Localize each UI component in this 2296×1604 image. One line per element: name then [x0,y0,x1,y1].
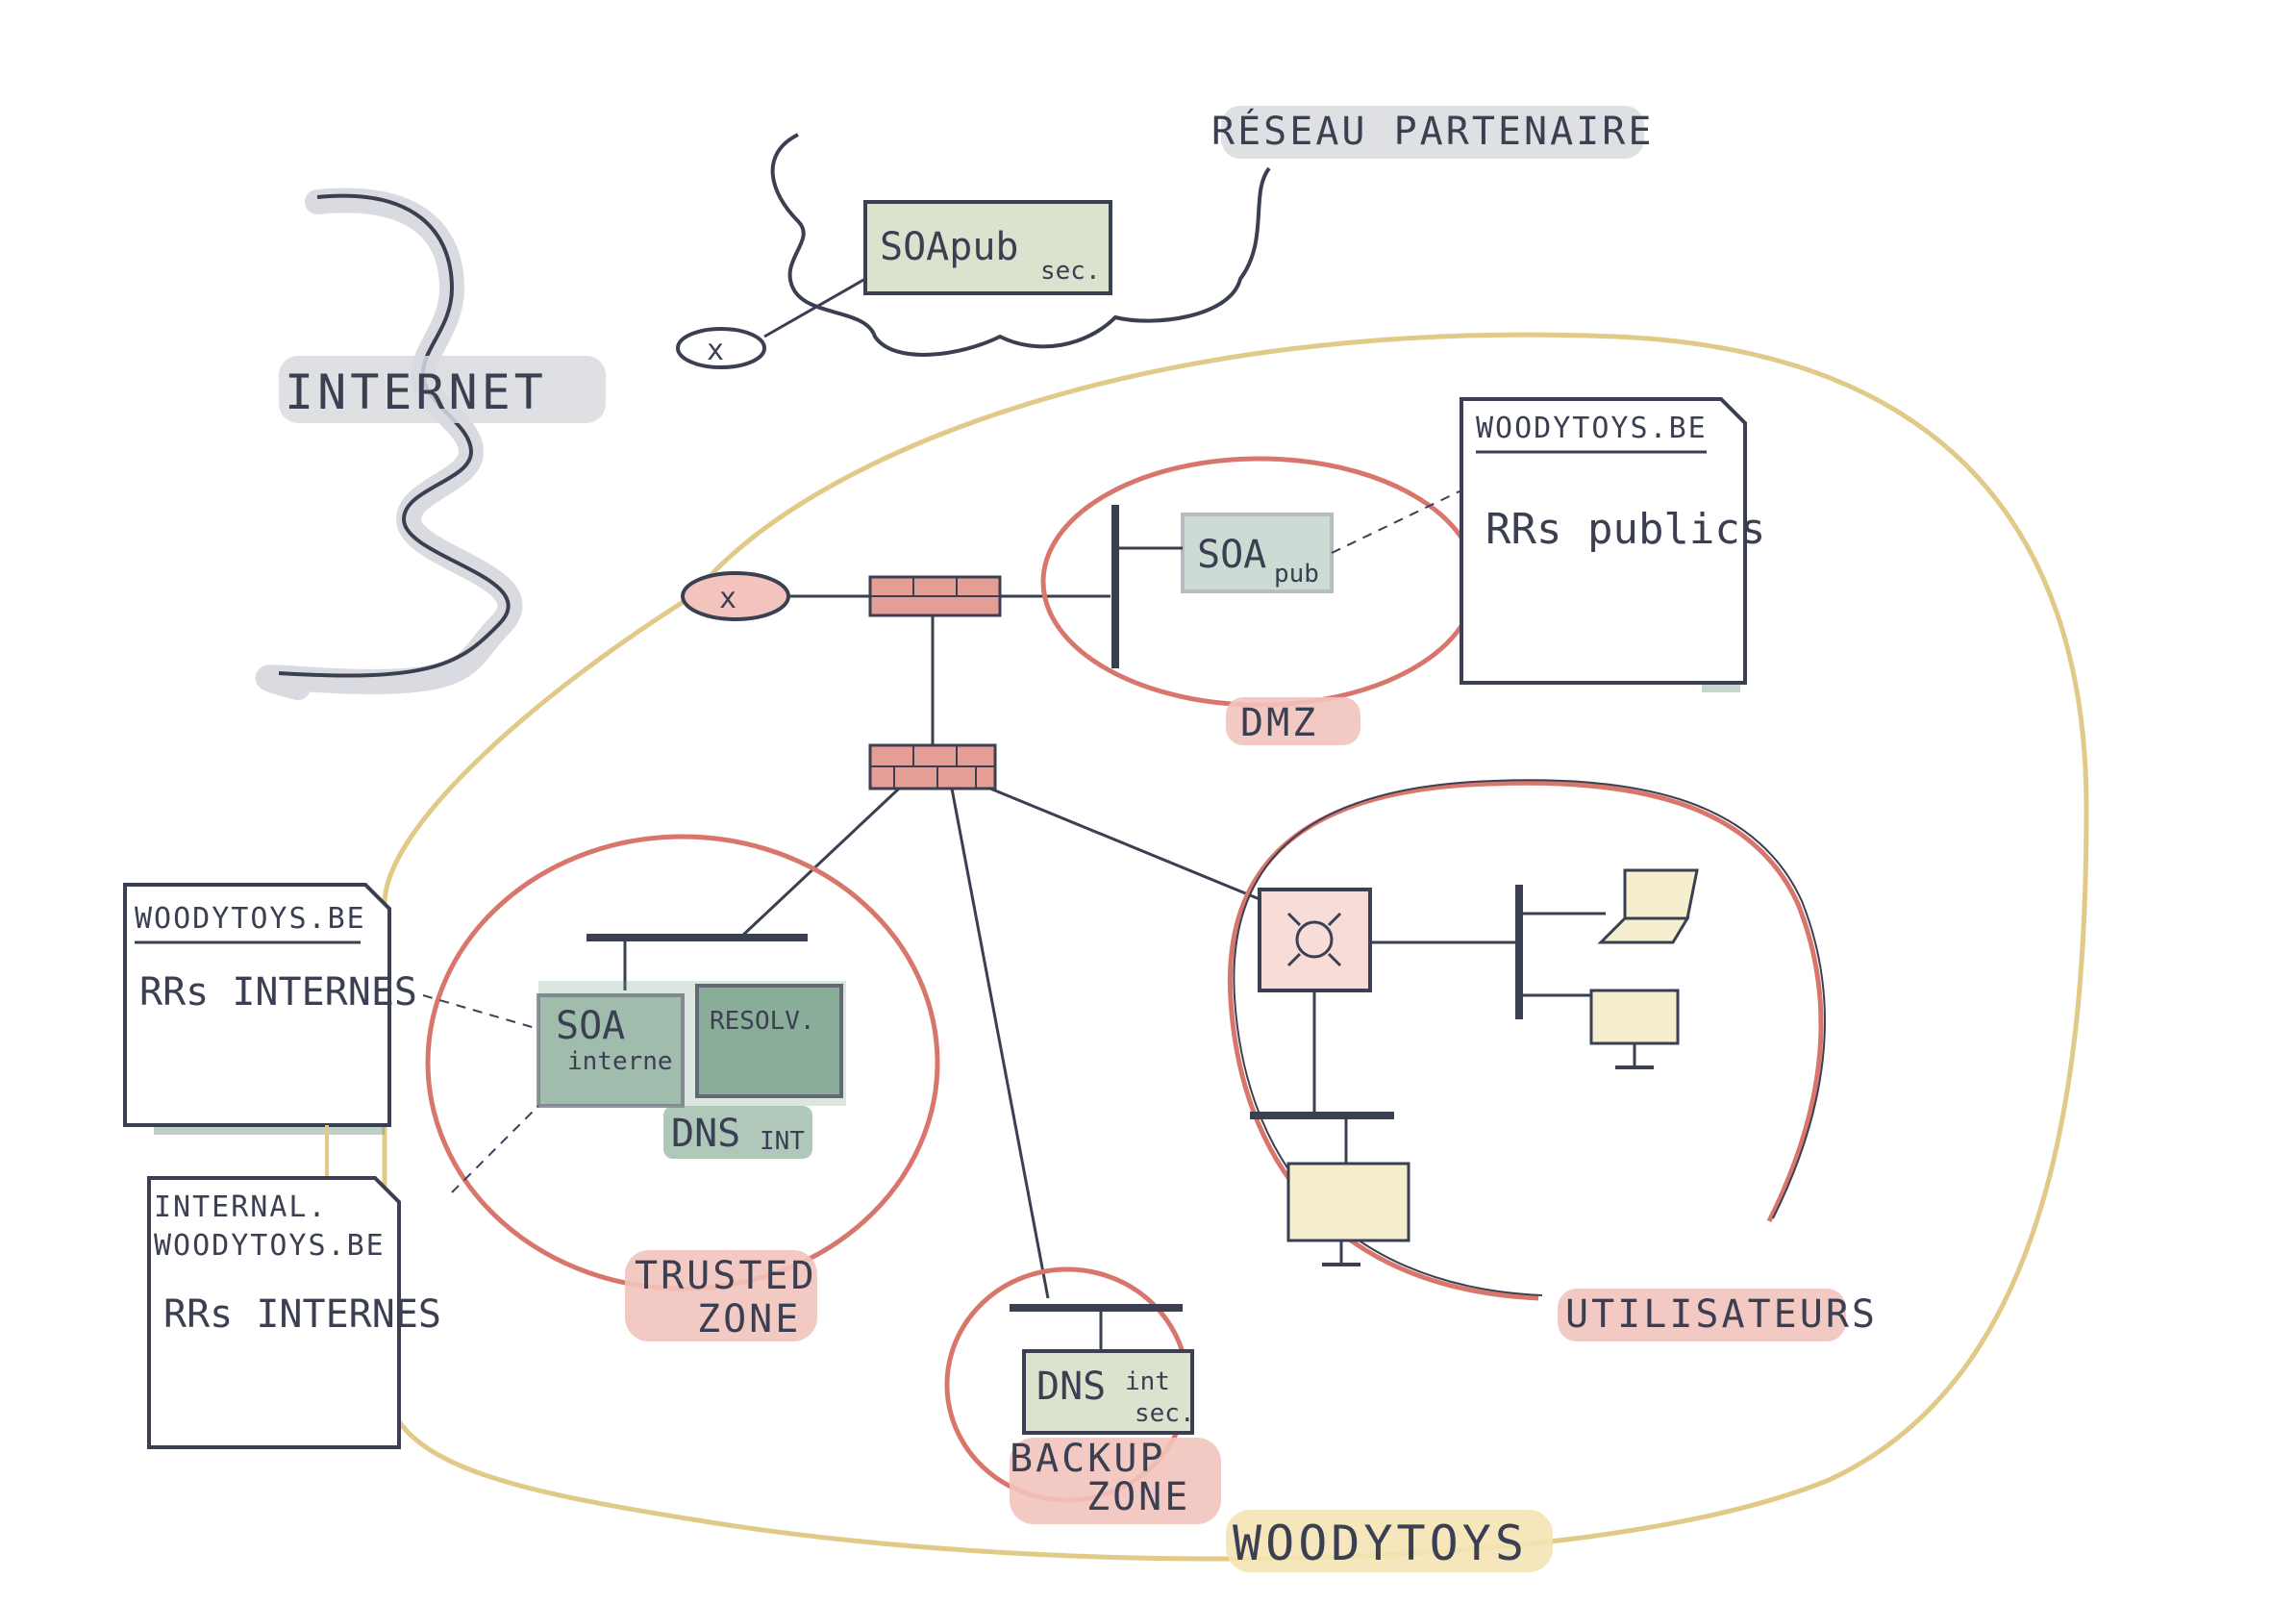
doc-internal-subzone: INTERNAL. WOODYTOYS.BE RRs INTERNES [147,1176,441,1449]
users-label-highlight [1558,1289,1846,1341]
internet-label-highlight [279,356,606,423]
link-router-partner [763,277,866,338]
partner-label-highlight [1221,106,1644,159]
server-soapub-sec: SOApub sec. [863,200,1112,295]
server-dns-int-sec-main: DNS [1036,1365,1106,1409]
router-partner-symbol: x [707,334,724,367]
dmz-label-highlight [1226,697,1360,745]
dns-int-label-sub: INT [760,1127,805,1156]
dns-int-label-highlight [663,1106,812,1159]
doc-internal-subzone-title2: WOODYTOYS.BE [154,1229,386,1263]
router-edge-symbol: x [719,582,736,615]
doc-public-zone-body: RRs publics [1485,505,1765,554]
server-soapub-sec-main: SOApub [880,225,1019,269]
doc-public-zone: WOODYTOYS.BE RRs publics [1460,397,1765,692]
internet-cloud: INTERNET [255,188,606,700]
server-resolver-main: RESOLV. [710,1007,815,1036]
users-zone: UTILISATEURS [1227,779,1878,1341]
trusted-label-line1: TRUSTED [635,1254,817,1298]
trusted-label-line2: ZONE [697,1297,801,1341]
server-dns-int-sec-sub2: sec. [1135,1399,1195,1428]
link-soa-pub-public-doc [1331,489,1462,554]
doc-internal-zone-title: WOODYTOYS.BE [135,902,366,936]
workstation-icon [1286,1162,1410,1266]
users-label: UTILISATEURS [1565,1292,1878,1337]
partner-network-label: RÉSEAU PARTENAIRE [1211,108,1654,154]
firewall-inner [868,743,997,790]
link-firewall2-users [989,787,1260,901]
trusted-zone: SOA interne RESOLV. DNS INT TRUSTED ZONE [425,834,940,1341]
partner-network-cloud: RÉSEAU PARTENAIRE [770,106,1654,357]
link-firewall2-trusted [738,787,901,940]
woodytoys-boundary [382,332,2089,1562]
laptop-icon [1597,868,1699,944]
dns-int-label-main: DNS [671,1112,740,1156]
users-router [1258,888,1372,992]
server-soa-pub-sub: pub [1274,560,1319,589]
firewall-outer [868,575,1002,617]
server-soapub-sec-sub: sec. [1040,257,1101,286]
server-soa-interne: SOA interne [537,993,685,1108]
backup-zone: DNS int sec. BACKUP ZONE [944,1266,1221,1524]
dns-int-group: SOA interne RESOLV. DNS INT [537,981,846,1159]
server-soa-pub-main: SOA [1197,533,1266,577]
link-subzone-doc-soa [451,1105,539,1193]
doc-public-zone-title: WOODYTOYS.BE [1476,412,1708,445]
link-internal-doc-soa [422,994,539,1030]
link-firewall2-backup [950,788,1050,1299]
server-dns-int-sec-sub1: int [1125,1367,1170,1396]
backup-label-line2: ZONE [1086,1475,1190,1519]
doc-internal-subzone-body: RRs INTERNES [163,1292,441,1337]
server-soa-interne-sub: interne [567,1047,673,1076]
internet-label: INTERNET [285,364,547,420]
doc-internal-subzone-title1: INTERNAL. [154,1190,328,1224]
router-edge: x [681,571,790,621]
trusted-label-highlight [625,1250,817,1341]
dmz-zone: SOA pub DMZ [1040,456,1479,745]
desktop-icon [1589,989,1680,1069]
server-soa-pub: SOA pub [1181,513,1334,593]
server-dns-int-sec: DNS int sec. [1022,1349,1195,1435]
server-resolver: RESOLV. [695,984,843,1098]
dmz-label: DMZ [1240,701,1318,745]
woodytoys-label: WOODYTOYS [1233,1516,1528,1571]
backup-label-highlight [1010,1438,1221,1524]
doc-internal-zone: WOODYTOYS.BE RRs INTERNES [123,883,417,1135]
doc-internal-zone-body: RRs INTERNES [139,970,417,1015]
router-partner: x [676,327,766,369]
woodytoys-label-highlight [1226,1510,1553,1572]
backup-label-line1: BACKUP [1010,1437,1166,1481]
server-soa-interne-main: SOA [556,1004,625,1048]
